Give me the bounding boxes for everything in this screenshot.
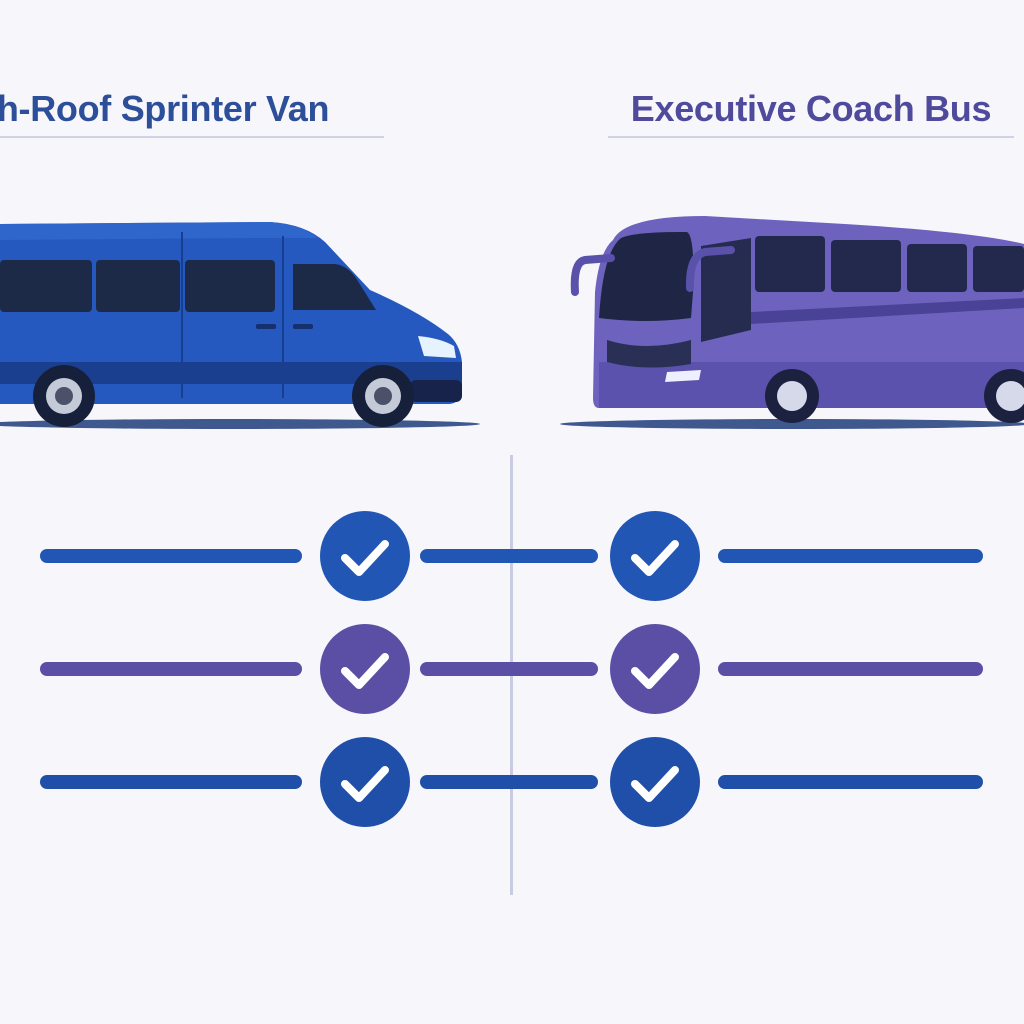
check-icon <box>609 510 701 602</box>
title-left: h-Roof Sprinter Van <box>0 88 330 129</box>
center-connector-bar <box>420 549 598 563</box>
check-icon <box>319 623 411 715</box>
center-connector-bar <box>420 775 598 789</box>
check-icon <box>609 736 701 828</box>
title-right-underline <box>608 136 1014 138</box>
left-feature-bar <box>40 549 302 563</box>
check-icon <box>319 510 411 602</box>
sprinter-van-icon <box>0 222 480 429</box>
left-feature-bar <box>40 662 302 676</box>
title-left-underline <box>0 136 384 138</box>
title-right: Executive Coach Bus <box>630 88 992 129</box>
center-connector-bar <box>420 662 598 676</box>
right-feature-bar <box>718 549 983 563</box>
right-feature-bar <box>718 662 983 676</box>
right-feature-bar <box>718 775 983 789</box>
check-icon <box>319 736 411 828</box>
left-feature-bar <box>40 775 302 789</box>
check-icon <box>609 623 701 715</box>
coach-bus-icon <box>560 216 1024 429</box>
